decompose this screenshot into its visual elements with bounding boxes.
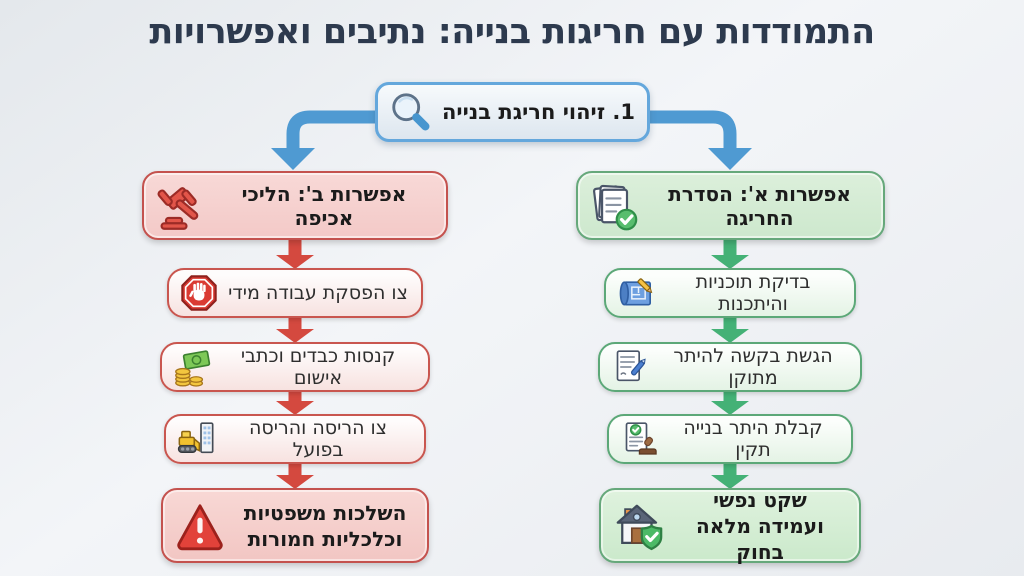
step-label: קנסות כבדים וכתבי אישום bbox=[240, 345, 396, 389]
step-label: צו הריסה והריסה בפועל bbox=[249, 417, 387, 461]
branch-header-regularization: אפשרות א': הסדרת החריגה bbox=[576, 171, 885, 240]
step-stop-work-order: צו הפסקת עבודה מידי bbox=[167, 268, 423, 318]
step-check-plans: בדיקת תוכניות והיתכנות bbox=[604, 268, 856, 318]
outcome-label: שקט נפשי ועמידה מלאה בחוק bbox=[696, 487, 824, 564]
stop-hand-icon bbox=[179, 273, 219, 313]
documents-check-icon bbox=[588, 180, 640, 232]
outcome-label: השלכות משפטיות וכלכליות חמורות bbox=[243, 500, 407, 551]
outcome-peace-of-mind: שקט נפשי ועמידה מלאה בחוק bbox=[599, 487, 861, 564]
magnifier-icon bbox=[388, 89, 434, 135]
outcome-legal-consequences: השלכות משפטיות וכלכליות חמורות bbox=[161, 488, 429, 563]
step-label: בדיקת תוכניות והיתכנות bbox=[695, 271, 811, 315]
warning-triangle-icon bbox=[173, 499, 227, 553]
step-submit-permit-request: הגשת בקשה להיתר מתוקן bbox=[598, 342, 862, 392]
gavel-icon bbox=[154, 180, 206, 232]
blueprint-icon bbox=[616, 273, 656, 313]
step-label: קבלת היתר בנייה תקין bbox=[683, 417, 823, 461]
root-node-identify-violation: 1. זיהוי חריגת בנייה bbox=[375, 82, 650, 142]
bulldozer-demolition-icon bbox=[176, 419, 216, 459]
branch-header-regularization-label: אפשרות א': הסדרת החריגה bbox=[668, 181, 851, 230]
page-title: התמודדות עם חריגות בנייה: נתיבים ואפשרוי… bbox=[149, 12, 875, 52]
fines-money-icon bbox=[172, 347, 212, 387]
step-label: הגשת בקשה להיתר מתוקן bbox=[673, 345, 833, 389]
step-demolition-order: צו הריסה והריסה בפועל bbox=[164, 414, 426, 464]
step-label: צו הפסקת עבודה מידי bbox=[228, 282, 408, 304]
form-pen-icon bbox=[610, 347, 650, 387]
step-fines-indictments: קנסות כבדים וכתבי אישום bbox=[160, 342, 430, 392]
house-shield-icon bbox=[611, 499, 665, 553]
permit-stamp-icon bbox=[619, 419, 659, 459]
branch-header-enforcement-label: אפשרות ב': הליכי אכיפה bbox=[241, 181, 407, 230]
branch-header-enforcement: אפשרות ב': הליכי אכיפה bbox=[142, 171, 448, 240]
step-receive-valid-permit: קבלת היתר בנייה תקין bbox=[607, 414, 853, 464]
root-node-label: 1. זיהוי חריגת בנייה bbox=[441, 100, 636, 124]
